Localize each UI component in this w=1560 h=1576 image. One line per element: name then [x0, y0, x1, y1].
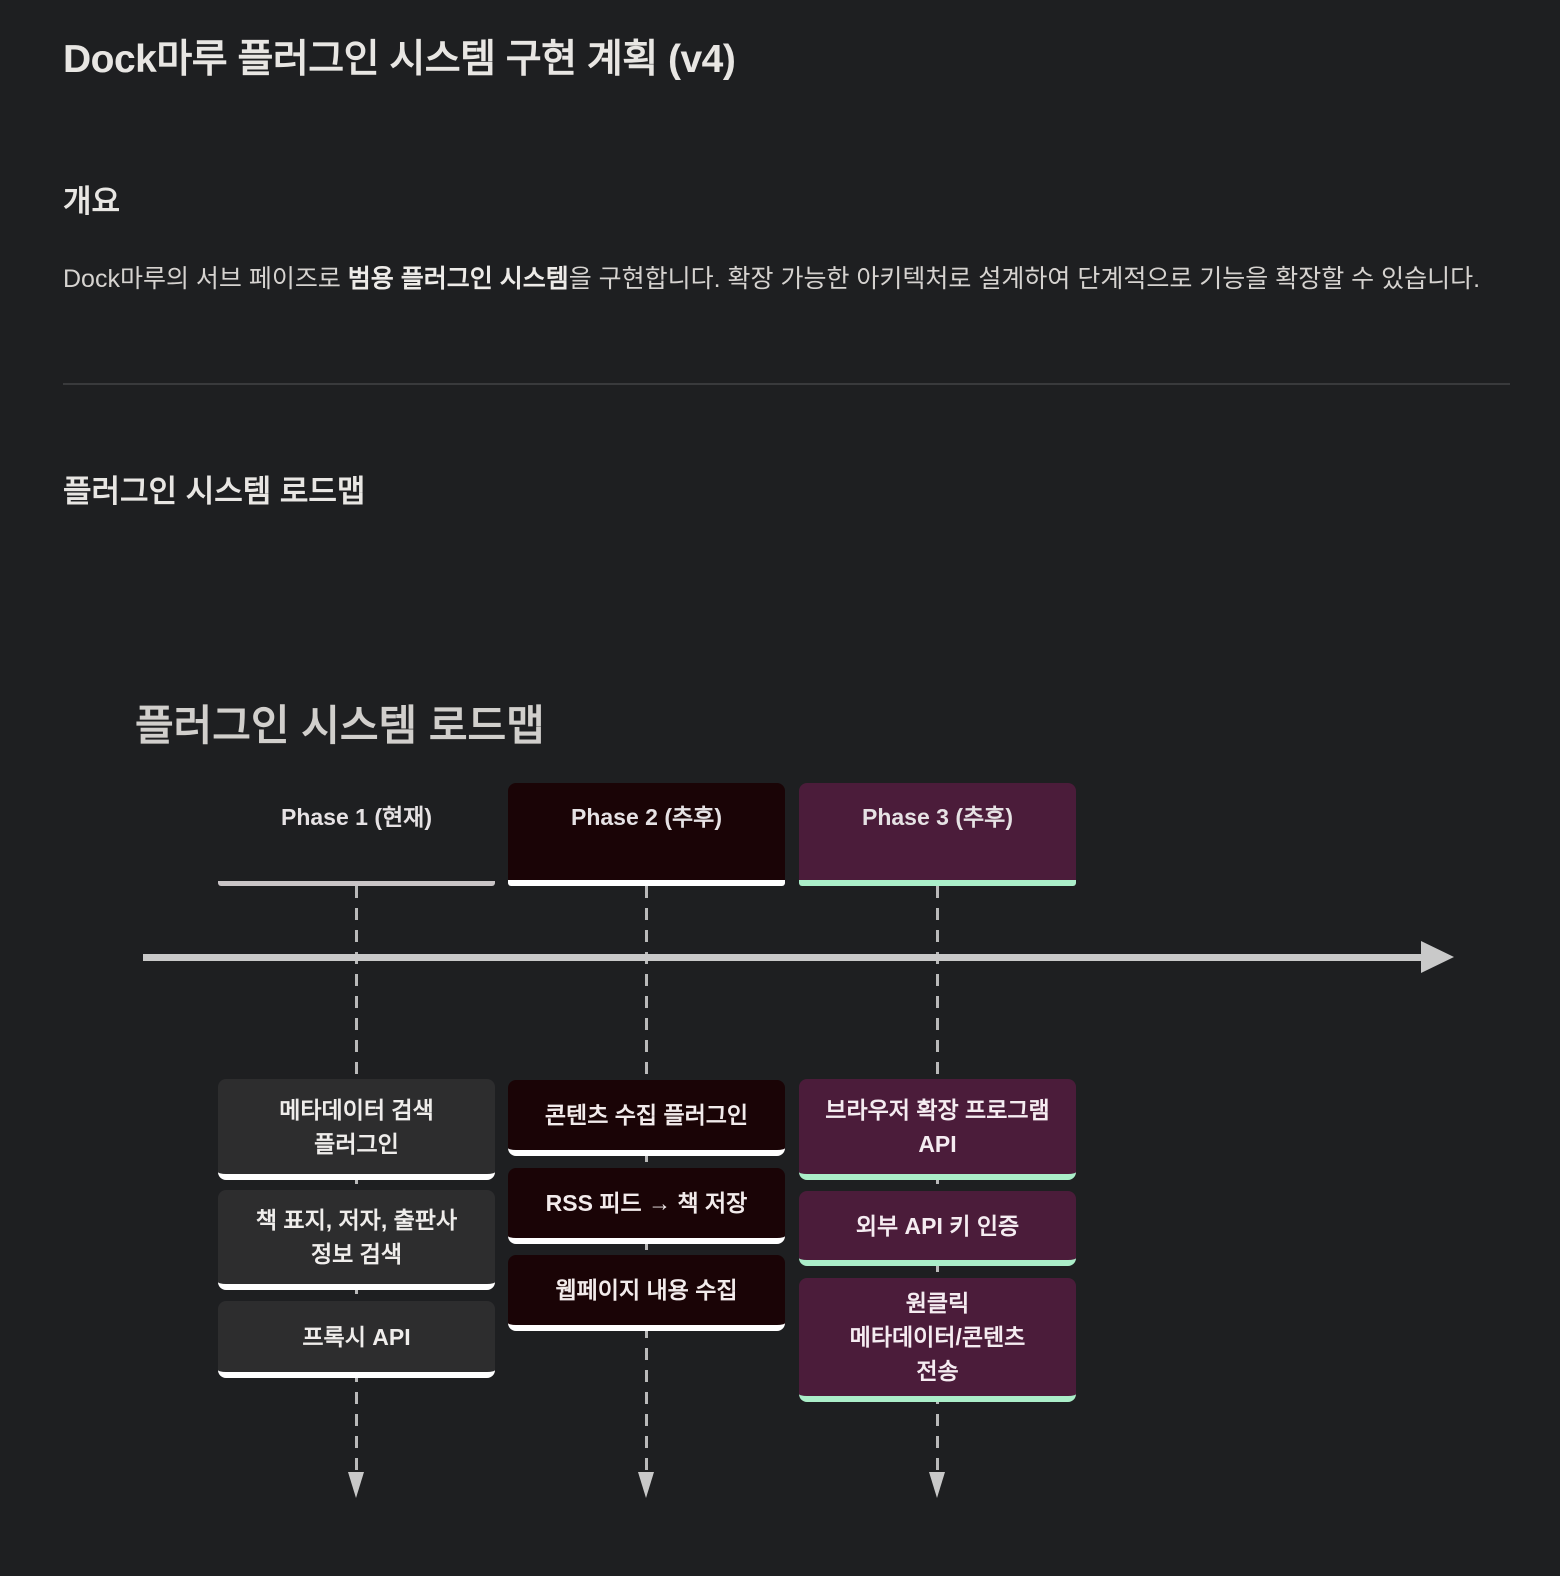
overview-text-prefix: Dock마루의 서브 페이즈로	[63, 265, 348, 293]
task-label: RSS 피드 → 책 저장	[545, 1190, 748, 1216]
phase-1-task-proxy-api: 프록시 API	[218, 1301, 495, 1378]
timeline-axis	[143, 954, 1423, 961]
phase-2-label: Phase 2 (추후)	[571, 804, 722, 830]
task-label: 원클릭 메타데이터/콘텐츠 전송	[849, 1290, 1026, 1384]
phase-3-arrowhead-icon	[929, 1472, 945, 1498]
task-label: 콘텐츠 수집 플러그인	[544, 1102, 749, 1128]
section-divider	[63, 383, 1510, 385]
task-label: 웹페이지 내용 수집	[555, 1277, 738, 1303]
phase-3-connector-line	[936, 886, 939, 1474]
phase-1-arrowhead-icon	[348, 1472, 364, 1498]
phase-1-header: Phase 1 (현재)	[218, 783, 495, 886]
phase-3-task-one-click-send: 원클릭 메타데이터/콘텐츠 전송	[799, 1278, 1076, 1402]
phase-2-arrowhead-icon	[638, 1472, 654, 1498]
overview-text-suffix: 을 구현합니다. 확장 가능한 아키텍처로 설계하여 단계적으로 기능을 확장할…	[568, 265, 1481, 293]
overview-heading: 개요	[63, 184, 121, 219]
overview-paragraph: Dock마루의 서브 페이즈로 범용 플러그인 시스템을 구현합니다. 확장 가…	[63, 252, 1503, 307]
phase-3-label: Phase 3 (추후)	[862, 804, 1013, 830]
phase-2-header: Phase 2 (추후)	[508, 783, 785, 886]
overview-bold-text: 범용 플러그인 시스템	[347, 265, 569, 293]
phase-1-task-metadata-plugin: 메타데이터 검색 플러그인	[218, 1079, 495, 1180]
task-label: 프록시 API	[302, 1323, 411, 1350]
phase-2-task-webpage-collect: 웹페이지 내용 수집	[508, 1255, 785, 1331]
roadmap-heading: 플러그인 시스템 로드맵	[63, 474, 366, 509]
task-label: 책 표지, 저자, 출판사 정보 검색	[255, 1207, 458, 1267]
phase-1-connector-line	[355, 886, 358, 1474]
phase-2-task-content-collect-plugin: 콘텐츠 수집 플러그인	[508, 1080, 785, 1156]
phase-3-task-external-api-key-auth: 외부 API 키 인증	[799, 1191, 1076, 1266]
timeline-arrowhead-icon	[1421, 941, 1454, 973]
phase-3-header: Phase 3 (추후)	[799, 783, 1076, 886]
phase-1-label: Phase 1 (현재)	[281, 804, 432, 830]
page-title: Dock마루 플러그인 시스템 구현 계획 (v4)	[63, 38, 736, 81]
task-label: 브라우저 확장 프로그램 API	[825, 1096, 1050, 1157]
phase-1-task-book-info-search: 책 표지, 저자, 출판사 정보 검색	[218, 1190, 495, 1290]
task-label: 메타데이터 검색 플러그인	[279, 1096, 434, 1157]
phase-2-task-rss-to-book: RSS 피드 → 책 저장	[508, 1168, 785, 1244]
phase-3-task-browser-extension-api: 브라우저 확장 프로그램 API	[799, 1079, 1076, 1180]
diagram-title: 플러그인 시스템 로드맵	[135, 702, 545, 749]
task-label: 외부 API 키 인증	[855, 1212, 1020, 1239]
